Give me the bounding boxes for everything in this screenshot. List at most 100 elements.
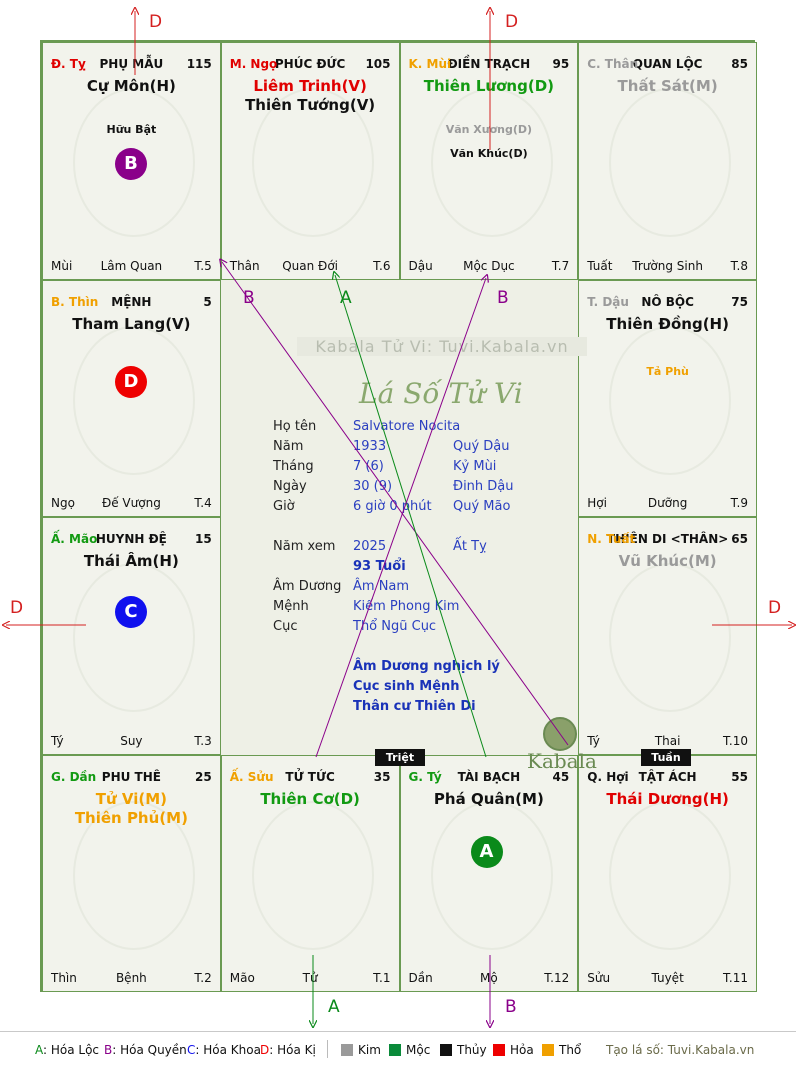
thang-label: Tháng [273,459,314,474]
arrow-label-bottom-right: B [505,997,517,1017]
transform-marker-d: D [115,365,147,398]
tuoi-value: 93 Tuổi [353,559,406,574]
palace-name: ĐIỀN TRẠCH [447,57,531,71]
palace-bottom-stage: Mộ [480,971,498,985]
palace-number: 35 [373,769,391,784]
palace-can: Q. Hợi [587,769,629,784]
arrow-label-center-b-right: B [497,288,509,308]
palace-bottom-left: Tý [51,733,64,748]
main-stars: Thiên Lương(D) [401,77,578,96]
hoa-swatch [493,1044,505,1056]
ngay-value: 30 (9) [353,479,393,494]
arrow-label-bottom-left: A [328,997,340,1017]
palace-can: G. Dần [51,769,97,784]
legend: A: Hóa Lộc B: Hóa Quyền C: Hóa Khoa D: H… [0,1034,796,1064]
main-stars: Thái Dương(H) [579,790,756,809]
palace-bottom-left: Sửu [587,971,611,985]
palace-name: TÀI BẠCH [457,769,521,784]
ho-ten-label: Họ tên [273,419,317,434]
moc-swatch [389,1044,401,1056]
palace-bottom-right: T.1 [373,971,391,985]
zodiac-animal-icon [609,325,732,475]
zodiac-animal-icon [609,563,732,712]
nam-can: Quý Dậu [453,439,510,454]
palace-bottom-right: T.7 [551,258,570,273]
palace-bottom-stage: Trường Sinh [632,258,703,273]
main-star: Tử Vi(M) [95,789,167,808]
palace-number: 45 [552,769,570,784]
palace-bottom-stage: Lâm Quan [100,258,163,273]
palace-bottom-left: Mão [229,971,255,985]
palace-can: N. Tuất [587,532,636,546]
palace-bottom-left: Tuất [587,258,613,273]
palace-bottom-right: T.3 [194,733,212,748]
minor-star: Hữu Bật [106,123,157,136]
transform-marker-a: A [470,835,503,868]
palace-name: QUAN LỘC [632,57,703,71]
main-stars: Thái Âm(H) [43,552,220,571]
main-stars: Cự Môn(H) [43,77,220,96]
am-duong-value: Âm Nam [353,579,410,594]
legend-kim: Kim [358,1043,381,1057]
watermark: Kabala Tử Vi: Tuvi.Kabala.vn [297,337,587,356]
legend-tho: Thổ [559,1043,582,1057]
note-3: Thân cư Thiên Di [353,699,476,714]
palace-bottom-right: T.10 [723,733,748,748]
arrow-label-left: D [10,598,24,618]
palace-name: PHỤ MẪU [99,57,164,71]
nam-xem-label: Năm xem [273,539,336,554]
palace-number: 105 [365,57,391,71]
main-star: Thiên Đồng(H) [606,314,729,333]
zodiac-animal-icon [73,563,195,712]
palace-bottom-stage: Mộc Dục [463,258,515,273]
cuc-value: Thổ Ngũ Cục [353,619,437,634]
legend-hoa-ki: Hóa Kị [277,1043,316,1057]
main-star: Thiên Tướng(V) [245,96,376,114]
main-stars: Liêm Trinh(V)Thiên Tướng(V) [222,77,399,115]
legend-a-key: A [35,1043,43,1057]
palace-bottom-left: Hợi [587,496,607,510]
thang-value: 7 (6) [353,459,384,474]
zodiac-animal-icon [73,800,195,950]
palace-bottom-right: T.2 [194,971,212,985]
palace-bottom-stage: Quan Đới [282,258,339,273]
zodiac-animal-icon [73,88,195,237]
tuan-tag: Tuần [641,749,691,766]
palace-can: C. Thân [587,57,639,71]
palace-number: 15 [195,532,212,546]
palace-name: TỬ TỨC [285,769,335,784]
nam-value: 1933 [353,439,387,454]
legend-b-key: B [104,1043,113,1057]
palace-bottom-right: T.8 [730,258,748,273]
legend-d-key: D [260,1043,270,1057]
main-stars: Thiên Cơ(D) [222,790,399,809]
main-star: Tham Lang(V) [72,314,191,333]
gio-label: Giờ [273,499,295,514]
minor-star: Văn Xương(D) [445,123,533,136]
zodiac-animal-icon [251,800,374,950]
tho-swatch [542,1044,554,1056]
palace-can: Ấ. Sửu [229,769,274,784]
palace-can: K. Mùi [408,57,452,71]
palace-can: G. Tý [408,769,442,784]
main-star: Phá Quân(M) [433,789,544,808]
legend-c-key: C [187,1043,196,1057]
palace-number: 5 [203,294,212,309]
main-stars: Thiên Đồng(H) [579,315,756,334]
palace-bottom-stage: Tử [302,971,318,985]
ho-ten-value: Salvatore Nocita [353,419,461,434]
palace-can: M. Ngọ [229,57,278,71]
palace-number: 55 [731,769,748,784]
palace-name: PHÚC ĐỨC [274,57,346,71]
palace-bottom-stage: Suy [120,733,143,748]
zodiac-animal-icon [430,88,553,237]
zodiac-animal-icon [251,88,374,237]
nam-xem-can: Ất Tỵ [453,539,487,554]
